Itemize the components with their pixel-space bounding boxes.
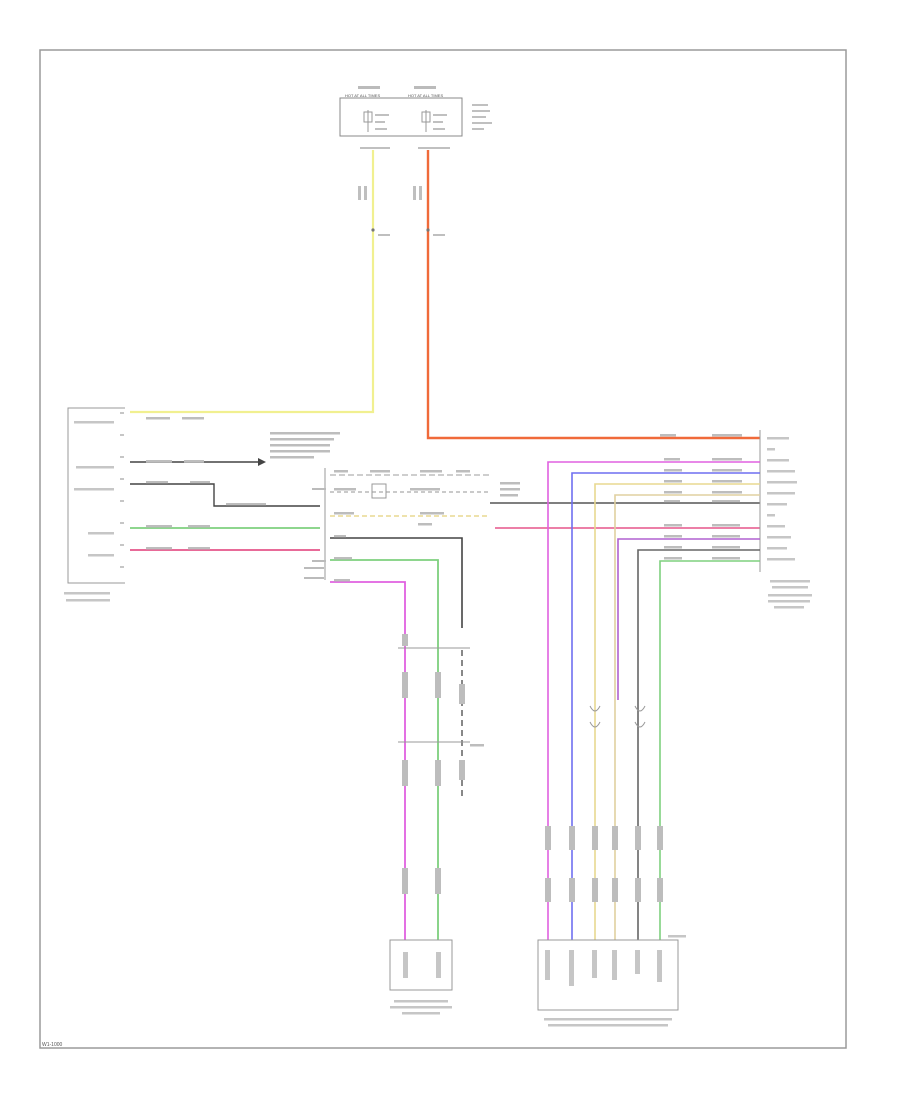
right-module-pin-labels (767, 437, 812, 609)
left-module (64, 407, 125, 602)
wire-tan-bus (594, 483, 760, 940)
arrow-shield (258, 458, 266, 466)
diagram-frame (39, 49, 847, 1049)
fuse-left-header: HOT AT ALL TIMES (345, 93, 380, 98)
wire-magenta-down (330, 581, 406, 940)
bottom-right-outline (537, 939, 679, 1011)
bottom-left-outline (389, 939, 453, 991)
fuse-right-header: HOT AT ALL TIMES (408, 93, 443, 98)
wire-green-down (330, 559, 439, 940)
twist-marks (589, 705, 646, 728)
connector-c1 (371, 228, 375, 232)
center-connector (304, 468, 326, 580)
wire-blue-bus (571, 472, 760, 940)
wire-tan2-bus (614, 494, 760, 940)
center-wire-labels (334, 470, 520, 526)
right-module (759, 430, 812, 609)
wire-orange-power (426, 150, 760, 440)
right-wire-labels (545, 434, 742, 902)
wire-black-signal (130, 483, 320, 507)
fuse-box: HOT AT ALL TIMES HOT AT ALL TIMES (339, 86, 492, 149)
left-module-outline (67, 407, 125, 584)
wire-splice-labels (358, 186, 445, 236)
left-wire-labels (146, 417, 340, 550)
wire-black-down (330, 537, 463, 628)
wire-magenta-bus (547, 461, 760, 940)
connector-c2 (426, 228, 430, 232)
wire-purple-bus (617, 538, 760, 700)
connector-marks-left (398, 647, 470, 743)
bottom-left-component (389, 939, 453, 1015)
footer-id: W1-1000 (42, 1042, 63, 1048)
wire-gray-bus (637, 549, 760, 940)
left-module-pin-labels (64, 412, 124, 602)
fuse-label-right (414, 86, 436, 89)
fuse-box-outline (339, 97, 463, 137)
fuse-label-left (358, 86, 380, 89)
lower-left-wire-labels (334, 535, 484, 894)
splice-block (371, 483, 387, 499)
wire-yellow-power (130, 150, 375, 414)
fuse-left (363, 110, 373, 132)
fuse-text-lines (360, 104, 492, 149)
wire-green-bus (659, 560, 760, 940)
fuse-right (421, 110, 431, 132)
bottom-right-component (537, 935, 686, 1027)
